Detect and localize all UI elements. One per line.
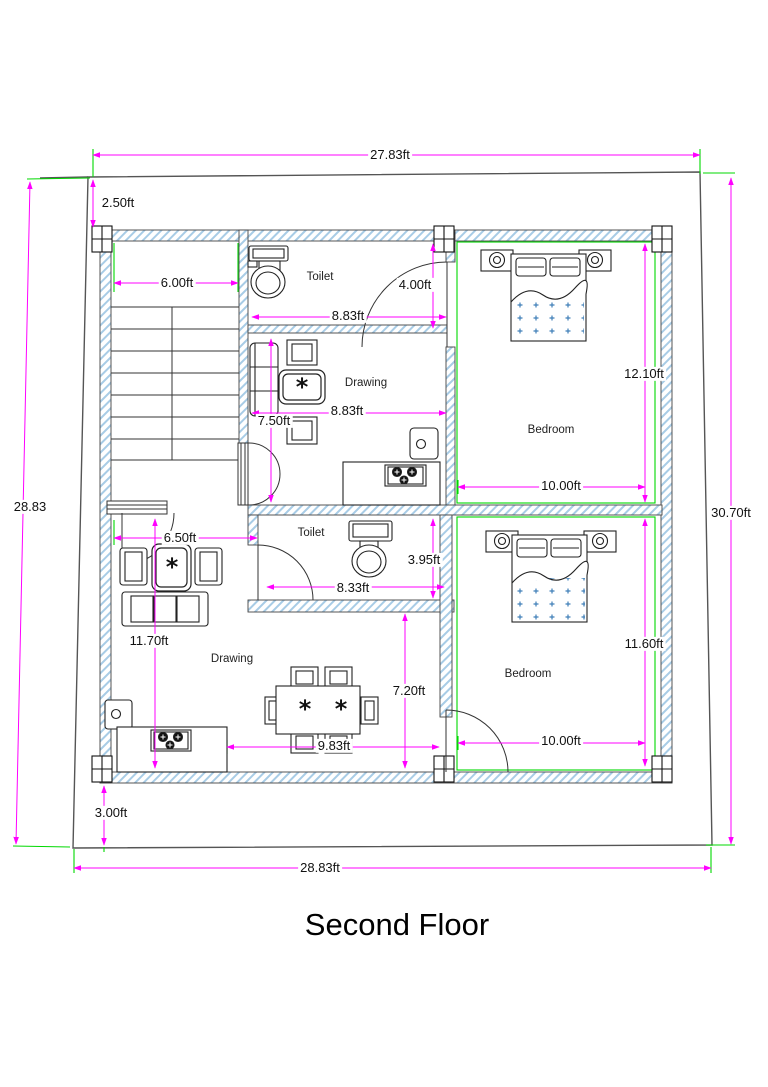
page-title: Second Floor [304,907,490,943]
toilet-icon [348,520,393,578]
dim-drawing-upper-height: 7.50ft [255,412,293,429]
room-label-drawing-upper: Drawing [344,377,388,389]
nightstand-icon [480,249,514,272]
nightstand-icon [583,530,617,553]
dining-table-icon: * * [264,666,379,754]
column [651,755,673,783]
room-label-toilet-upper: Toilet [306,271,334,283]
kitchen-counter [342,427,441,506]
room-label-bedroom-upper: Bedroom [527,424,575,436]
dim-drawing-lower-height: 11.70ft [127,632,171,649]
dim-setback-top-left: 2.50ft [99,194,137,211]
plant-icon: * [296,373,309,401]
door-arc [257,544,314,601]
plant-table-icon: * [151,543,192,592]
bed-icon [480,249,612,342]
dim-drawing-upper-width: 8.83ft [328,402,366,419]
dim-toilet-upper-height: 4.00ft [396,276,434,293]
dim-dining-height: 7.20ft [390,682,428,699]
stove-icon [150,729,192,752]
room-label-bedroom-lower: Bedroom [504,668,552,680]
toilet-icon [247,245,289,299]
dim-entry-width: 6.50ft [161,529,199,546]
plant-icon: * [335,695,348,723]
armchair-icon [194,547,223,586]
chair-icon [286,339,318,366]
dim-bedroom-lower-width: 10.00ft [539,732,583,749]
sofa-icon [121,591,209,627]
column [91,755,113,783]
door-frames [106,442,249,515]
room-label-drawing-lower: Drawing [210,653,254,665]
plant-icon: * [299,695,312,723]
chair-icon [286,416,318,445]
room-label-toilet-middle: Toilet [297,527,325,539]
dim-plot-right: 30.70ft [709,504,753,521]
door-arc [445,709,509,773]
dim-plot-bottom: 28.83ft [298,859,342,876]
kitchen-sink-icon [104,699,133,730]
column [433,225,455,253]
dim-plot-top: 27.83ft [368,146,412,163]
columns [91,225,673,783]
door-arc [361,261,448,348]
bed-icon [485,530,617,623]
stairs-icon [111,306,239,461]
dim-setback-bottom-left: 3.00ft [92,804,130,821]
dim-toilet-middle-height: 3.95ft [405,551,443,568]
dim-stairwell-width: 6.00ft [158,274,196,291]
dim-bedroom-upper-width: 10.00ft [539,477,583,494]
nightstand-icon [485,530,519,553]
plant-table-icon: * [278,369,326,405]
column [651,225,673,253]
kitchen-sink-icon [409,427,439,460]
stove-icon [384,464,427,487]
sofa-icon [249,342,279,417]
column [433,755,455,783]
dim-toilet-middle-width: 8.33ft [334,579,372,596]
dim-plot-left: 28.83 [11,498,49,515]
dim-dining-width: 9.83ft [315,737,353,754]
dim-bedroom-upper-height: 12.10ft [622,365,666,382]
column [91,225,113,253]
plant-icon: * [166,553,179,581]
dim-bedroom-lower-height: 11.60ft [622,635,666,652]
kitchen-counter [104,699,228,773]
double-door-arc [247,442,281,506]
armchair-icon [119,547,148,586]
dim-toilet-upper-width: 8.83ft [329,307,367,324]
